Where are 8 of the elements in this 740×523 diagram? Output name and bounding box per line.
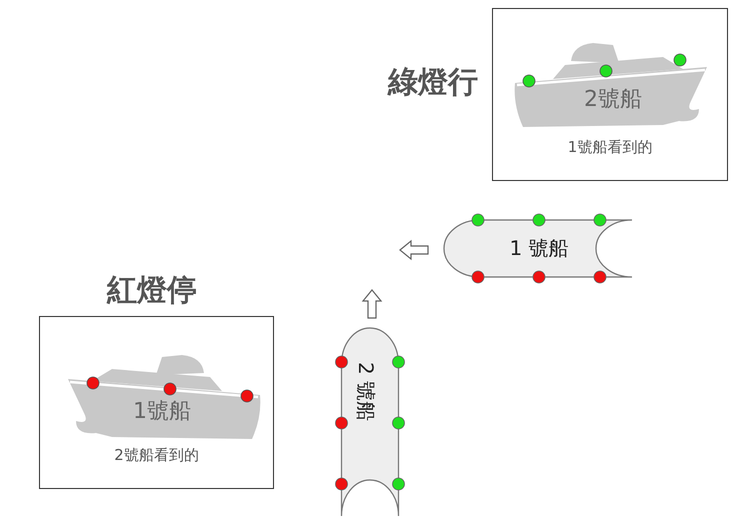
- panel-caption: 1號船看到的: [566, 138, 654, 157]
- ship-label: 2 號船: [353, 362, 379, 422]
- panel-heading: 綠燈行: [388, 64, 478, 102]
- ship-label: 1 號船: [508, 235, 570, 262]
- panel-caption: 2號船看到的: [113, 446, 200, 465]
- panel-heading: 紅燈停: [107, 272, 197, 310]
- ship-label: 1號船: [132, 398, 192, 426]
- ship-label: 2號船: [583, 86, 643, 114]
